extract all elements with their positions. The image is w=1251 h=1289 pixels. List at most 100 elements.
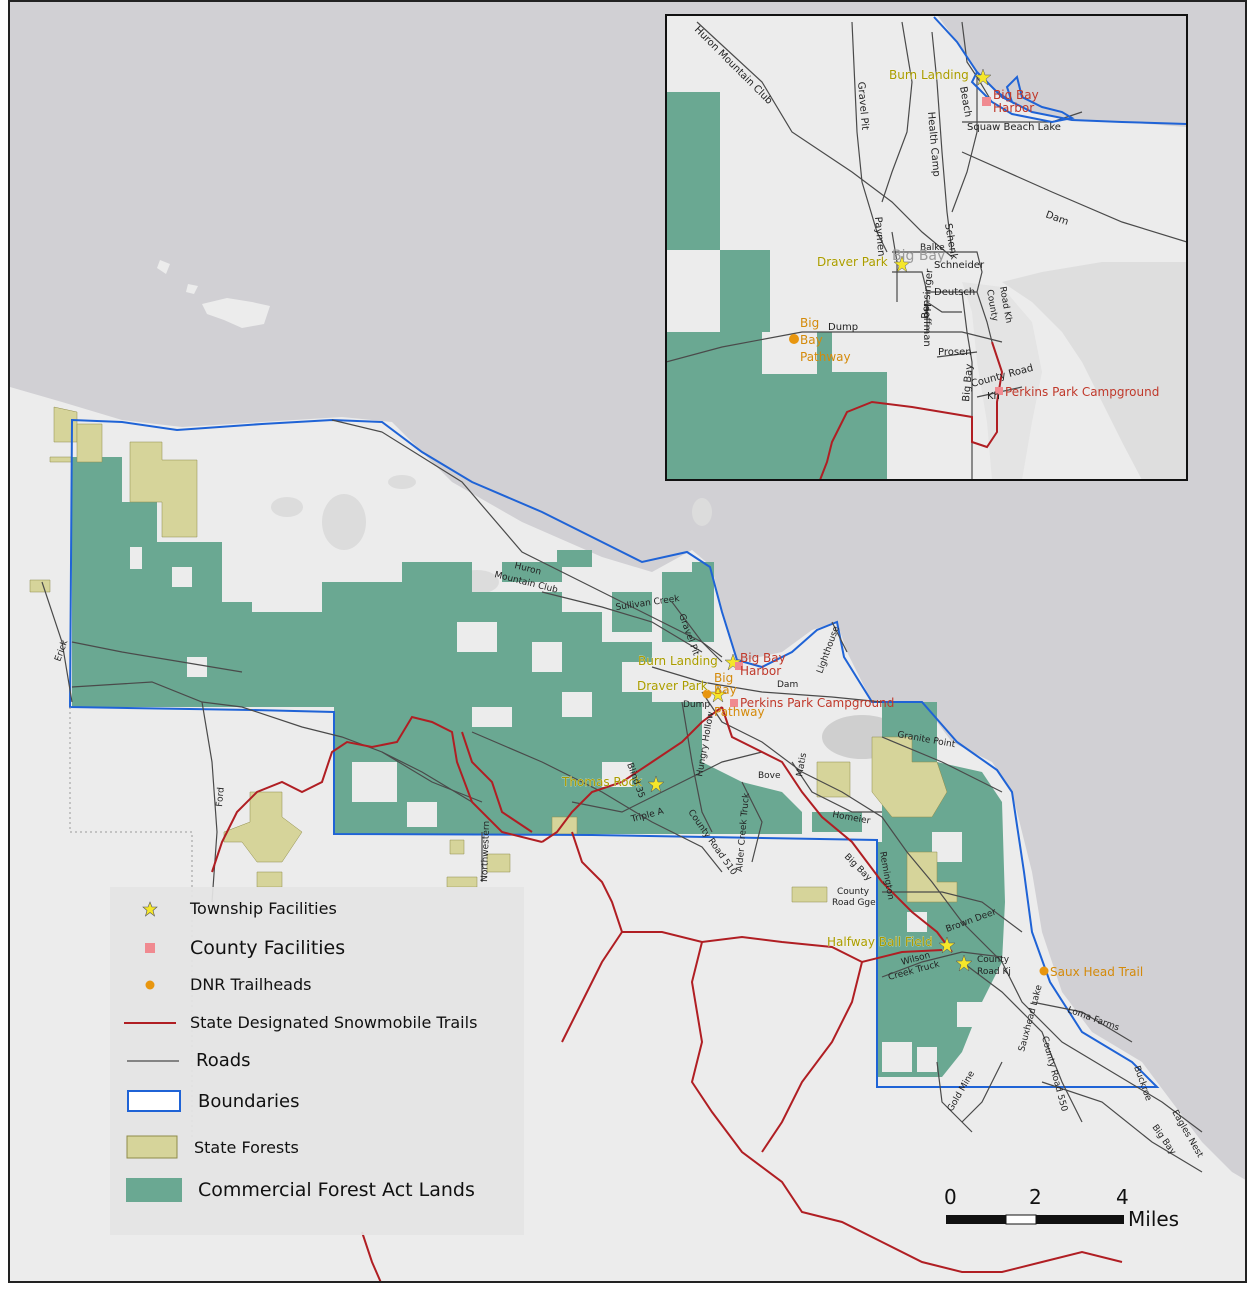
island bbox=[157, 260, 170, 274]
township-facility-star-icon bbox=[647, 775, 665, 793]
inland-lake bbox=[271, 497, 303, 517]
snowmobile-trails bbox=[211, 706, 1123, 1281]
inset-road-label: Bensinger bbox=[920, 268, 935, 320]
legend-row: Commercial Forest Act Lands bbox=[110, 1178, 475, 1202]
inset-lake-superior bbox=[937, 15, 1187, 127]
label-burn-landing: Burn Landing bbox=[889, 68, 969, 82]
label-big-bay-pathway: Pathway bbox=[714, 705, 765, 719]
road-label: Road Gge bbox=[832, 898, 876, 908]
road-label: Matis bbox=[795, 752, 809, 778]
legend-label: Roads bbox=[196, 1050, 251, 1071]
inland-lake bbox=[388, 475, 416, 489]
township-facility-star-icon bbox=[709, 685, 727, 703]
legend-row: County Facilities bbox=[110, 937, 345, 959]
label-big-bay-pathway: Pathway bbox=[800, 350, 851, 364]
township-facility-star-icon bbox=[893, 255, 911, 273]
inset-boundary bbox=[933, 16, 1187, 125]
orange-dot-icon bbox=[110, 979, 190, 991]
legend-label: DNR Trailheads bbox=[190, 975, 312, 994]
legend-row: Township Facilities bbox=[110, 899, 337, 918]
township-facility-star-icon bbox=[724, 653, 742, 671]
inset-road-label: Squaw Beach Lake bbox=[967, 122, 1061, 133]
label-halfway-ball-field: Halfway Ball Field bbox=[827, 935, 933, 949]
road-label: Dam bbox=[777, 680, 798, 690]
county-facility-square-icon bbox=[730, 699, 738, 707]
legend-label: County Facilities bbox=[190, 937, 346, 959]
inset-road-label: Dump bbox=[828, 322, 858, 333]
scale-tick-label: 2 bbox=[1029, 1185, 1042, 1209]
inset-road-label: Beach bbox=[957, 86, 973, 118]
label-burn-landing: Burn Landing bbox=[638, 654, 718, 668]
road-label: County bbox=[977, 955, 1010, 965]
legend-label: State Forests bbox=[194, 1137, 299, 1157]
legend-row: State Forests bbox=[110, 1135, 299, 1159]
map-frame[interactable]: Burn Landing Big Bay Harbor Draver Park … bbox=[8, 0, 1247, 1283]
island bbox=[202, 298, 270, 328]
facility-markers bbox=[647, 653, 1049, 976]
township-boundary bbox=[68, 418, 1160, 1088]
inset-trail bbox=[819, 341, 1004, 480]
main-map[interactable]: Burn Landing Big Bay Harbor Draver Park … bbox=[10, 2, 1247, 1283]
yellow-star-icon bbox=[110, 900, 190, 917]
label-big-bay-pathway: Bay bbox=[800, 333, 823, 347]
label-thomas-rock: Thomas Rock bbox=[561, 775, 642, 789]
label-big-bay-pathway: Big bbox=[714, 671, 733, 685]
legend-label: Boundaries bbox=[198, 1090, 300, 1112]
label-saux-head-trail: Saux Head Trail bbox=[1050, 965, 1143, 979]
road-label: County bbox=[837, 887, 870, 897]
legend-row: State Designated Snowmobile Trails bbox=[110, 1013, 477, 1032]
label-big-bay-pathway: Big bbox=[800, 316, 819, 330]
dnr-trailhead-dot-icon bbox=[789, 334, 799, 344]
county-facility-square-icon bbox=[995, 387, 1003, 395]
road-label: Road Kj bbox=[977, 967, 1011, 977]
legend-label: Commercial Forest Act Lands bbox=[198, 1179, 475, 1201]
inset-road-label: Hoffman bbox=[921, 304, 932, 347]
scale-unit: Miles bbox=[1128, 1207, 1180, 1231]
label-draver-park: Draver Park bbox=[817, 255, 888, 269]
road-label: Northwestern bbox=[480, 821, 492, 882]
roads bbox=[41, 419, 1203, 1173]
inland-lake bbox=[322, 494, 366, 550]
red-line-icon bbox=[110, 1020, 190, 1026]
inset-road-label: Balke bbox=[920, 243, 945, 253]
label-perkins-park: Perkins Park Campground bbox=[1005, 385, 1159, 399]
inset-road-label: Paymen bbox=[872, 216, 886, 257]
state-forests bbox=[29, 406, 958, 903]
road-label: Dump bbox=[683, 700, 710, 710]
dnr-trailhead-dot-icon bbox=[702, 689, 712, 699]
township-facility-star-icon bbox=[955, 954, 973, 972]
inset-road-label: Big Bay bbox=[961, 363, 975, 402]
inset-map: Burn Landing Big Bay Harbor Draver Park … bbox=[665, 14, 1188, 481]
road-label: Ford bbox=[215, 787, 227, 807]
county-facility-square-icon bbox=[735, 662, 743, 670]
label-big-bay-harbor: Big Bay bbox=[740, 651, 786, 665]
legend-row: Boundaries bbox=[110, 1089, 300, 1113]
inset-road-label: Schneider bbox=[934, 260, 985, 271]
inset-road-label: Deutsch bbox=[934, 287, 975, 298]
inset-frame bbox=[665, 14, 1188, 481]
legend: Township Facilities County Facilities DN… bbox=[110, 887, 524, 1235]
scale-tick-label: 4 bbox=[1116, 1185, 1129, 1209]
gray-line-icon bbox=[110, 1058, 196, 1064]
inset-road-label: Gravel Pit bbox=[855, 81, 870, 130]
inset-road-label: Kh bbox=[987, 391, 1000, 402]
label-big-bay-harbor: Harbor bbox=[993, 101, 1034, 115]
label-perkins-park: Perkins Park Campground bbox=[740, 696, 894, 710]
green-box-icon bbox=[110, 1178, 198, 1202]
inset-lake-independence bbox=[962, 282, 1042, 480]
township-facility-star-icon bbox=[974, 68, 992, 86]
inset-bay-water bbox=[1002, 262, 1187, 480]
label-big-bay-harbor: Big Bay bbox=[993, 88, 1039, 102]
legend-row: Roads bbox=[110, 1050, 251, 1071]
legend-row: DNR Trailheads bbox=[110, 975, 311, 994]
pink-square-icon bbox=[110, 942, 190, 954]
legend-label: Township Facilities bbox=[190, 899, 337, 918]
blue-box-icon bbox=[110, 1089, 198, 1113]
label-draver-park: Draver Park bbox=[637, 679, 708, 693]
olive-box-icon bbox=[110, 1135, 194, 1159]
label-big-bay-harbor: Harbor bbox=[740, 664, 781, 678]
road-label: Bove bbox=[758, 771, 781, 781]
scale-bar-graphic bbox=[946, 1214, 1124, 1225]
dnr-trailhead-dot-icon bbox=[1039, 966, 1049, 976]
label-big-bay-pathway: Bay bbox=[714, 683, 737, 697]
